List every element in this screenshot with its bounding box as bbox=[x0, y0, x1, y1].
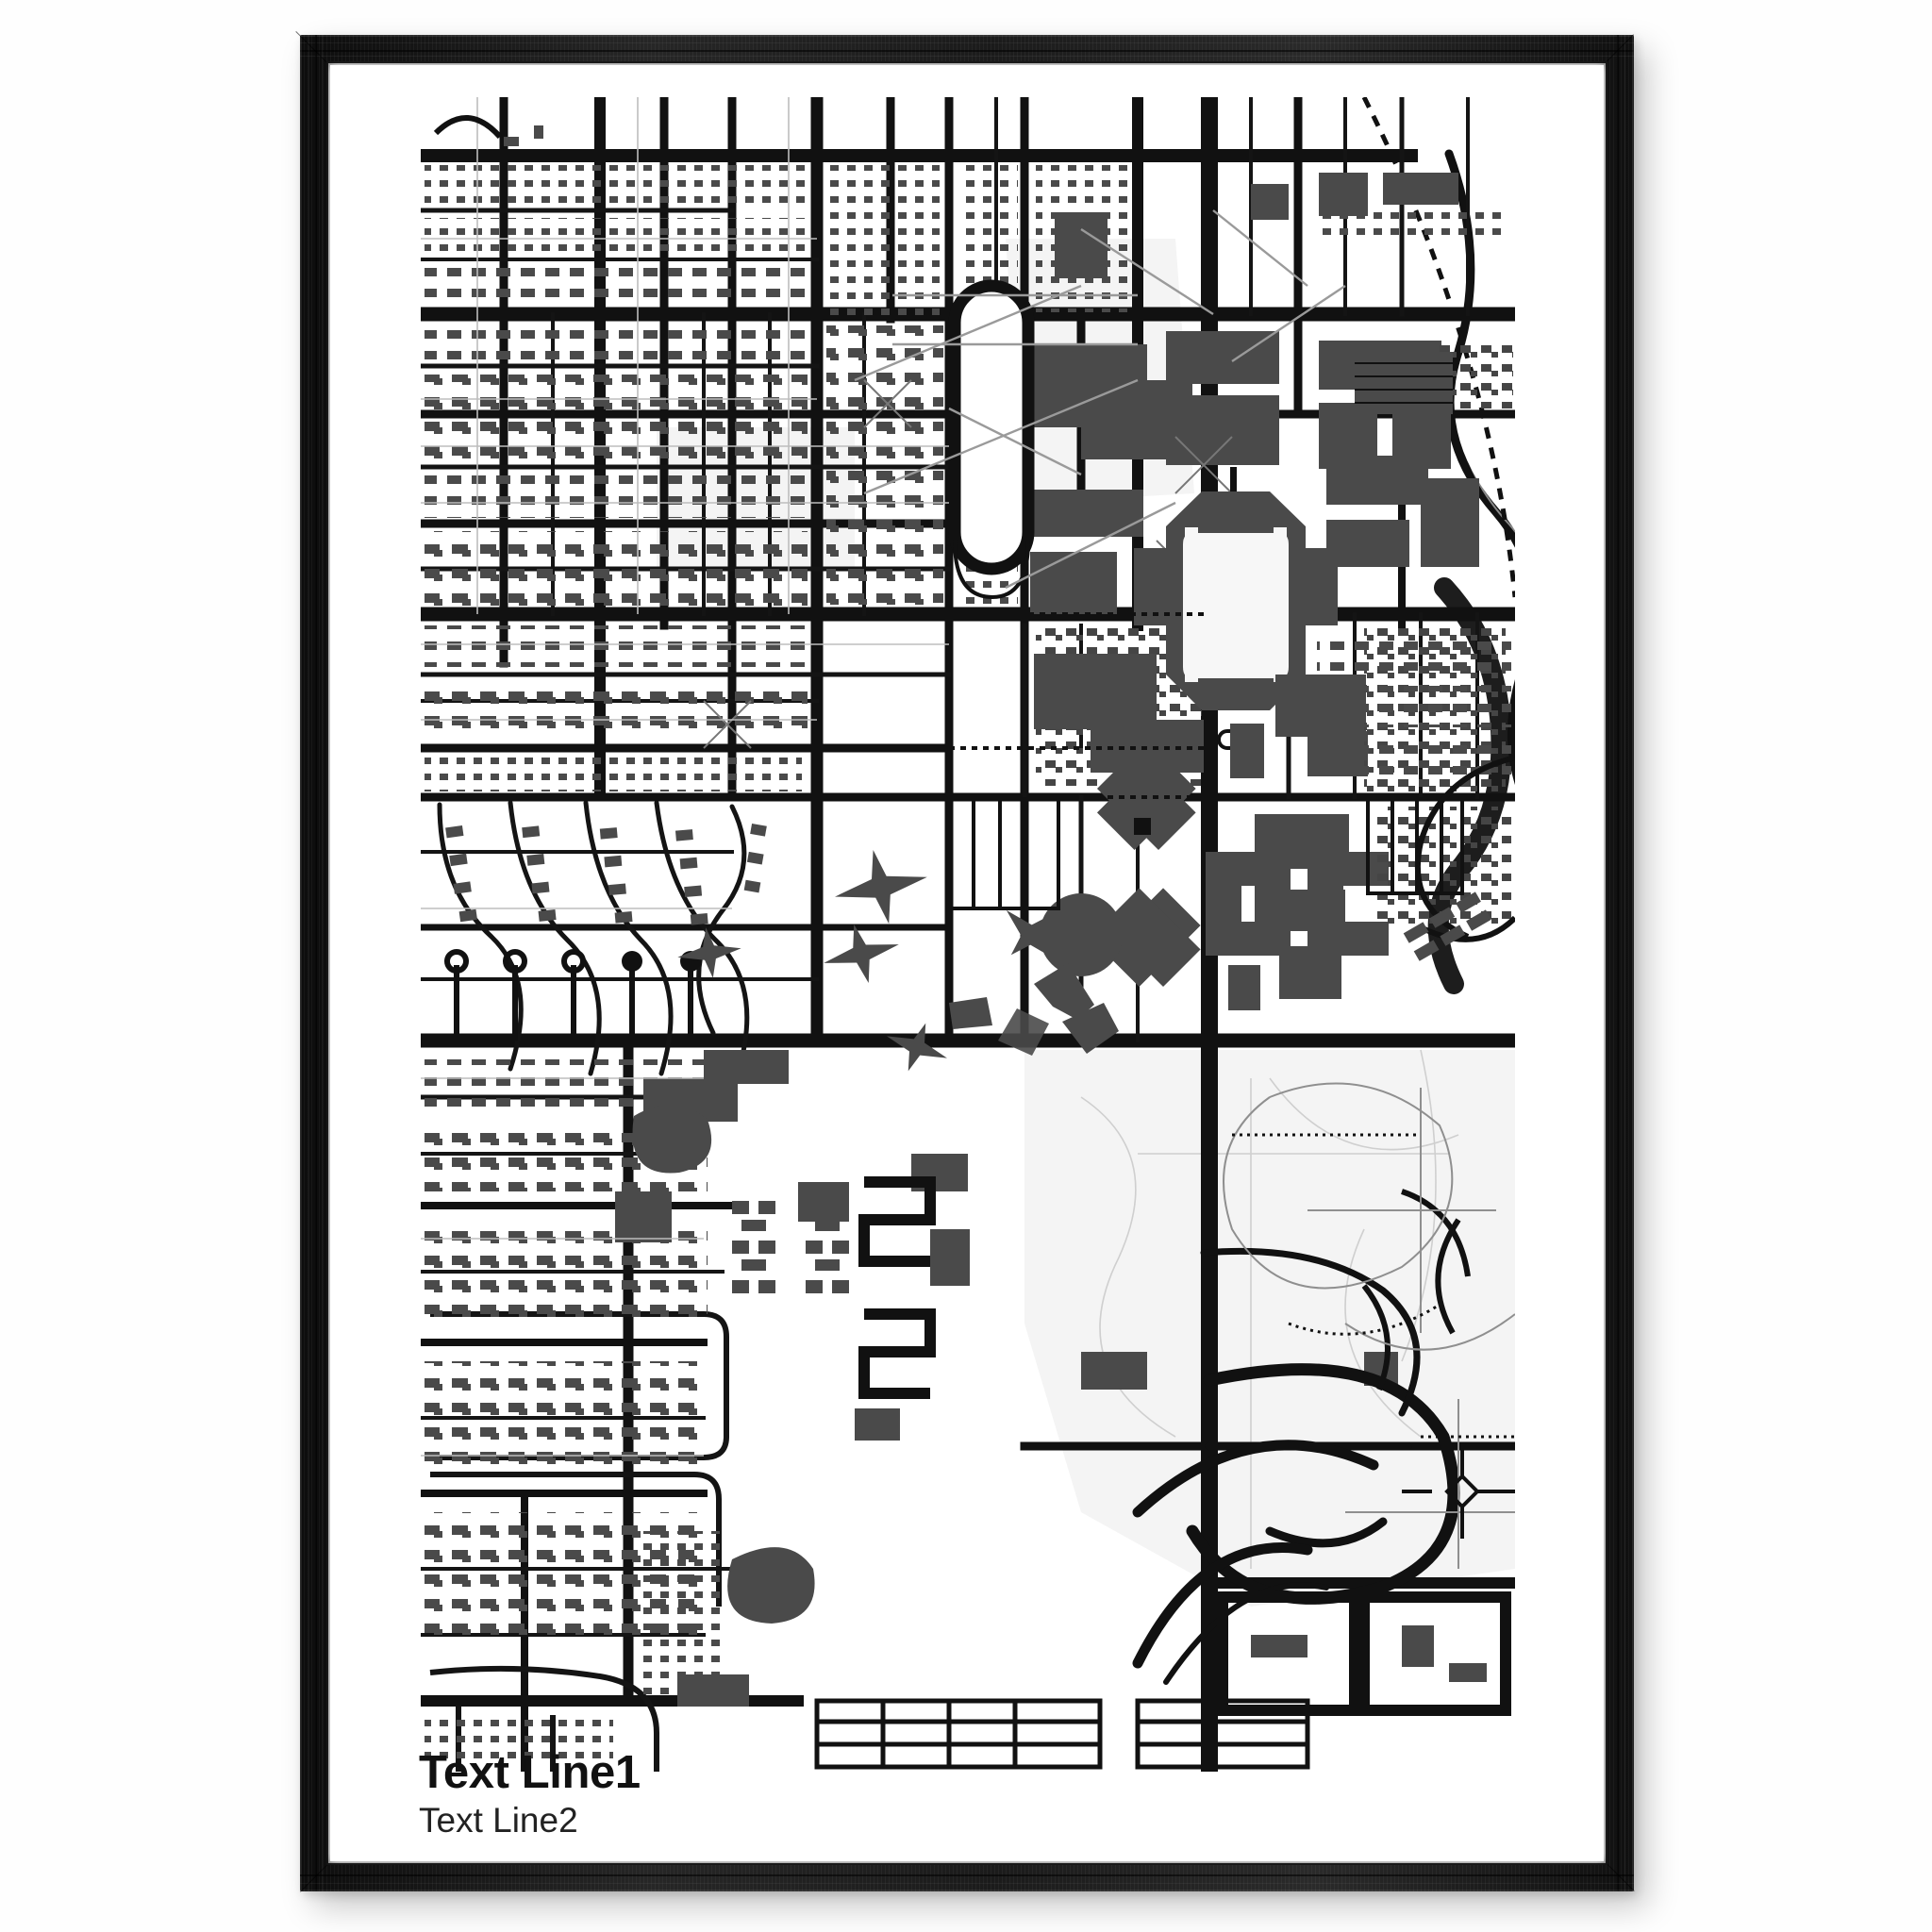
top-left-arc bbox=[433, 115, 503, 140]
highway-ramps bbox=[1361, 1189, 1471, 1391]
tree-plantings bbox=[732, 1201, 849, 1293]
street-map-svg bbox=[421, 97, 1515, 1772]
cross-shaped-building-north bbox=[1096, 751, 1196, 851]
campus-boundary bbox=[949, 612, 1209, 799]
campus-paths bbox=[854, 209, 1346, 590]
curved-residential bbox=[437, 800, 750, 1076]
curved-street-houses bbox=[445, 823, 767, 925]
park-dashed-trails bbox=[1232, 1133, 1515, 1439]
caption-block: Text Line1 Text Line2 bbox=[419, 1749, 1362, 1840]
stadium-horseshoe bbox=[1134, 491, 1338, 750]
caption-line-1: Text Line1 bbox=[419, 1747, 641, 1798]
round-building bbox=[1040, 893, 1123, 976]
s-shaped-structures bbox=[858, 1176, 936, 1399]
poster-paper: Text Line1 Text Line2 bbox=[330, 65, 1604, 1861]
quarry-block bbox=[1355, 352, 1453, 414]
park-trails bbox=[1223, 1082, 1515, 1569]
top-left-specks bbox=[504, 125, 543, 146]
bottom-right-blocks bbox=[1217, 1591, 1511, 1716]
caption-line-2: Text Line2 bbox=[419, 1800, 578, 1840]
bottom-right-buildings bbox=[1251, 1625, 1487, 1682]
map-canvas bbox=[421, 97, 1515, 1772]
stadium-north-markers bbox=[1230, 467, 1237, 491]
diamond-node bbox=[1402, 1446, 1515, 1539]
fan-buildings bbox=[949, 963, 1119, 1056]
ne-angled-houses bbox=[1403, 891, 1491, 961]
woodland-blobs bbox=[632, 1104, 815, 1624]
campus-buildings bbox=[1030, 173, 1479, 773]
airport-shapes bbox=[677, 850, 1057, 1072]
the-oval-green bbox=[948, 279, 1035, 600]
alleys bbox=[421, 97, 949, 1457]
cross-shaped-building-south bbox=[1101, 888, 1201, 988]
